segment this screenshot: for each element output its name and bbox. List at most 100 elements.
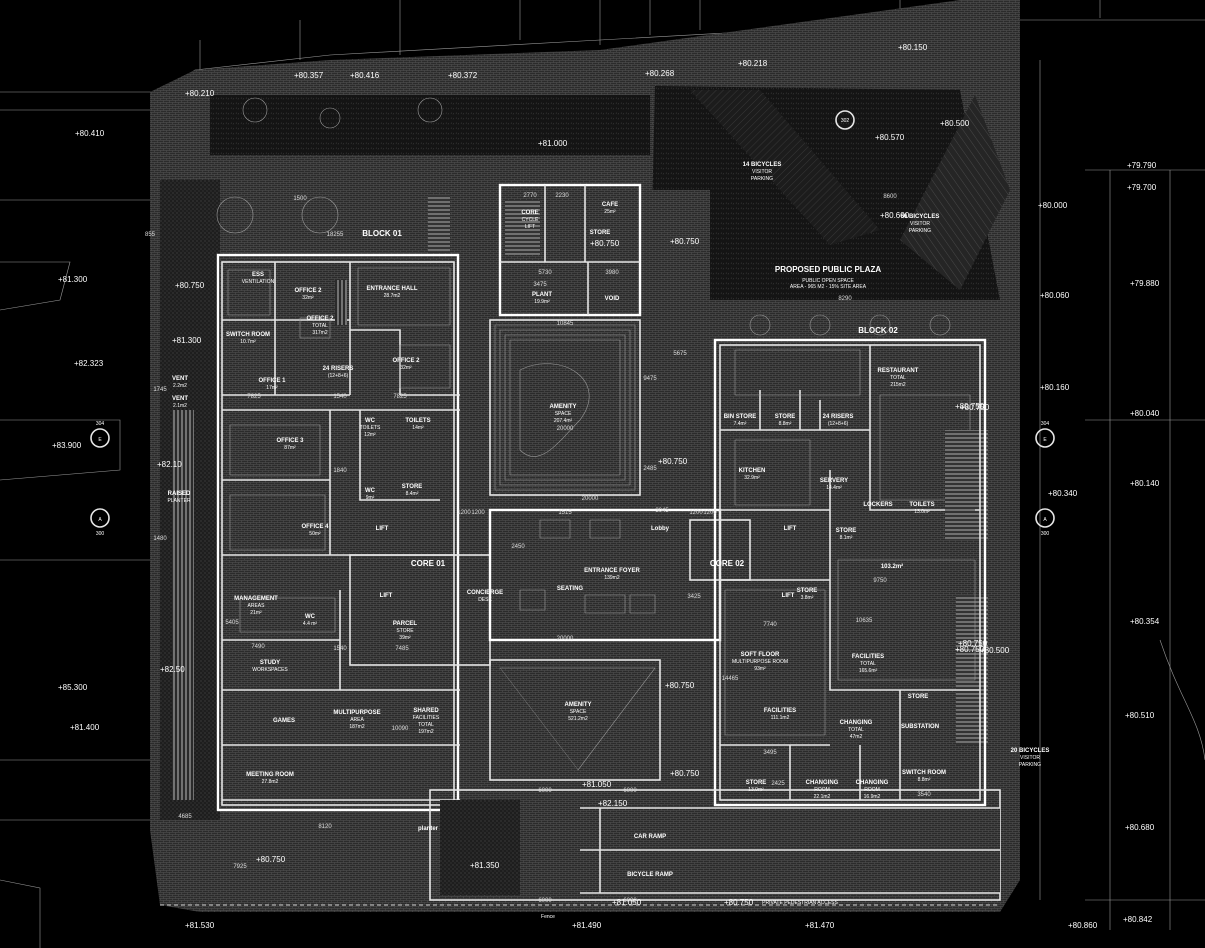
- spot-level: +80.372: [448, 71, 478, 80]
- spot-level: +80.750: [590, 239, 620, 248]
- room-label-line: 111.1m2: [771, 715, 790, 721]
- room-label-line: PARCEL: [393, 621, 418, 627]
- dimension-label: 5675: [673, 351, 687, 357]
- room-label-line: SEATING: [557, 586, 584, 592]
- room-label: GAMES: [273, 718, 295, 724]
- spot-level: +80.750: [665, 681, 695, 690]
- room-label: SUBSTATION: [901, 724, 939, 730]
- room-label-line: 8.4m²: [406, 491, 419, 497]
- north-pavilion: [498, 183, 642, 317]
- room-label-line: STORE: [396, 628, 414, 634]
- dimension-label: 1540: [333, 646, 347, 652]
- heading-label: Fence: [541, 914, 555, 920]
- room-label-line: STUDY: [260, 660, 280, 666]
- room-label-line: STORE: [590, 230, 611, 236]
- room-label-line: AREA: [350, 717, 364, 723]
- room-label-line: CHANGING: [806, 780, 839, 786]
- room-label-line: AREAS: [248, 603, 266, 609]
- north-bike-racks: [428, 195, 450, 253]
- room-label-line: CHANGING: [840, 720, 873, 726]
- room-label-line: LIFT: [784, 526, 797, 532]
- west-raised-planter: [172, 410, 194, 800]
- spot-level: +80.680: [1125, 823, 1155, 832]
- room-label-line: Lobby: [651, 526, 670, 532]
- svg-text:E: E: [1043, 437, 1047, 443]
- dimension-label: 10635: [856, 618, 873, 624]
- room-label-line: 215m2: [890, 382, 906, 388]
- room-label-line: ROOM: [864, 787, 880, 793]
- room-label-line: TOILETS: [360, 425, 381, 431]
- room-label-line: TOILETS: [405, 418, 430, 424]
- dimension-label: 2425: [771, 781, 785, 787]
- spot-level: +81.490: [572, 921, 602, 930]
- spot-level: +80.000: [1038, 201, 1068, 210]
- spot-level: +80.500: [980, 646, 1010, 655]
- room-label-line: TOTAL: [860, 661, 876, 667]
- room-label-line: VOID: [605, 296, 620, 302]
- room-label: STORE: [908, 694, 929, 700]
- room-label-line: 32m²: [302, 295, 314, 301]
- svg-text:304: 304: [1041, 421, 1050, 427]
- room-label-line: 20 BICYCLES: [1011, 748, 1050, 754]
- room-label-line: VENT: [172, 376, 188, 382]
- dimension-label: 7925: [233, 864, 247, 870]
- room-label-line: ESS: [252, 272, 264, 278]
- section-marker-302: 302: [835, 110, 855, 130]
- room-label-line: AMENITY: [565, 702, 592, 708]
- dimension-label: 10845: [557, 321, 574, 327]
- trees: [216, 97, 951, 336]
- spot-level: +80.750: [955, 402, 985, 411]
- dimension-label: 10090: [392, 726, 409, 732]
- dimension-label: 7825: [393, 394, 407, 400]
- dimension-label: 1540: [333, 394, 347, 400]
- room-label: LIFT: [380, 593, 393, 599]
- room-label-line: SPACE: [570, 709, 587, 715]
- room-label-line: LIFT: [380, 593, 393, 599]
- heading-label: CORE 02: [710, 559, 745, 568]
- spot-level: +80.340: [1048, 489, 1078, 498]
- room-label-line: 2.1m2: [173, 403, 187, 409]
- dimension-label: 1480: [153, 536, 167, 542]
- spot-level: +79.790: [1127, 161, 1157, 170]
- room-label-line: VENTILATION: [242, 279, 275, 285]
- dimension-label: 1200: [689, 510, 703, 516]
- dimension-label: 9750: [873, 578, 887, 584]
- dimension-label: 3045: [655, 508, 669, 514]
- dimension-label: 8600: [883, 194, 897, 200]
- room-label-line: STORE: [402, 484, 423, 490]
- room-label: LIFT: [784, 526, 797, 532]
- room-label-line: CAR RAMP: [634, 834, 666, 840]
- room-label-line: 47m2: [850, 734, 863, 740]
- room-label-line: ENTRANCE FOYER: [584, 568, 640, 574]
- spot-level: +80.150: [898, 43, 928, 52]
- room-label-line: SWITCH ROOM: [902, 770, 946, 776]
- room-label-line: RESTAURANT: [878, 368, 919, 374]
- spot-level: +81.300: [58, 275, 88, 284]
- room-label-line: 14.4m²: [826, 485, 842, 491]
- room-label-line: LOCKERS: [863, 502, 892, 508]
- spot-level: +80.218: [738, 59, 768, 68]
- room-label-line: WC: [365, 418, 376, 424]
- room-label-line: CHANGING: [856, 780, 889, 786]
- spot-level: +81.470: [805, 921, 835, 930]
- room-label: 24 RISERS(12+8+6): [823, 414, 854, 427]
- room-label-line: PLANT: [532, 292, 552, 298]
